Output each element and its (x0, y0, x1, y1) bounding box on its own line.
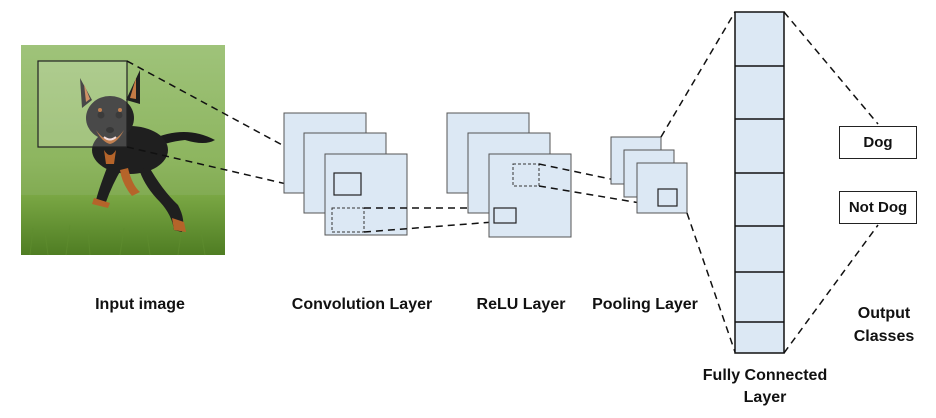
relu-layer-label: ReLU Layer (476, 296, 566, 313)
pooling-feature-maps (610, 136, 688, 214)
fully-connected-label-line2: Layer (743, 389, 787, 406)
input-image-label: Input image (95, 296, 185, 313)
relu-feature-maps (446, 112, 572, 238)
input-image (21, 45, 225, 256)
receptive-field-box (37, 60, 128, 148)
dog-illustration (80, 70, 215, 232)
output-classes-label-line2: Classes (853, 328, 915, 345)
connectors-pool-fc (660, 11, 736, 353)
fully-connected-layer (734, 11, 785, 354)
output-class-dog: Dog (839, 126, 917, 159)
output-class-not-dog: Not Dog (839, 191, 917, 224)
connectors-fc-output (783, 11, 879, 354)
fully-connected-label-line1: Fully Connected (702, 367, 828, 384)
convolution-layer-label: Convolution Layer (291, 296, 433, 313)
convolution-feature-maps (283, 112, 408, 236)
pooling-layer-label: Pooling Layer (592, 296, 698, 313)
output-classes-label-line1: Output (857, 305, 911, 322)
